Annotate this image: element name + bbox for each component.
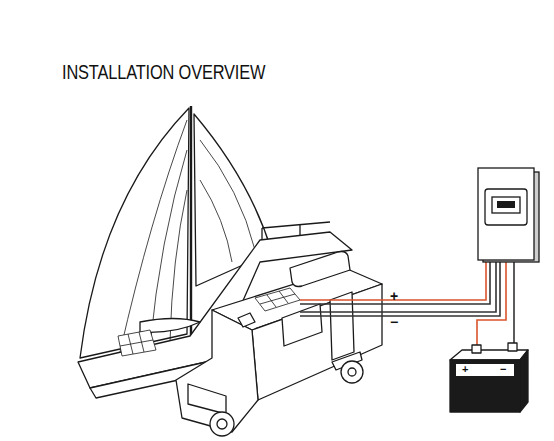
windshield (188, 384, 226, 414)
terminal-polarity: − (500, 364, 506, 375)
diagram-title: INSTALLATION OVERVIEW (62, 61, 265, 82)
negative-wire (300, 262, 496, 312)
battery-terminal (472, 345, 481, 353)
wheel (210, 412, 234, 436)
battery-front (450, 360, 520, 412)
wheel-hub (217, 419, 227, 429)
wheel (341, 361, 363, 383)
solar-panel (255, 288, 300, 311)
rail (299, 224, 300, 236)
sail-seam (200, 140, 255, 262)
controller-panel (485, 189, 527, 225)
battery-positive-wire (477, 262, 506, 350)
panel-grid (120, 332, 153, 354)
roof-box (290, 252, 350, 287)
wiring (300, 262, 514, 350)
battery (450, 343, 528, 412)
mast (190, 106, 192, 338)
rv-side (252, 284, 382, 400)
battery-side (520, 350, 528, 412)
battery-negative-wire (513, 262, 515, 348)
negative-wire (300, 262, 500, 316)
battery-label-band (456, 364, 514, 376)
terminal-polarity: + (462, 364, 468, 375)
battery-terminal (508, 343, 517, 351)
camper-van (176, 252, 382, 437)
wire-polarity: − (390, 315, 398, 329)
controller-display (492, 197, 520, 213)
controller-body (478, 168, 534, 260)
rv-window (282, 304, 322, 346)
boat-solar-panel (118, 330, 156, 356)
rv-door (330, 292, 354, 360)
display-screen (497, 201, 515, 208)
panel-grid (260, 291, 295, 307)
sail-seam (120, 120, 187, 352)
wheel-hub (348, 368, 356, 376)
wire-polarity: + (390, 289, 398, 303)
rail (262, 222, 330, 228)
charge-controller (478, 168, 539, 262)
positive-wire-outline (300, 262, 490, 304)
solar-panel (118, 330, 156, 356)
rv-solar-panel (255, 288, 300, 311)
roof-vent (238, 313, 255, 327)
rail (261, 228, 262, 240)
